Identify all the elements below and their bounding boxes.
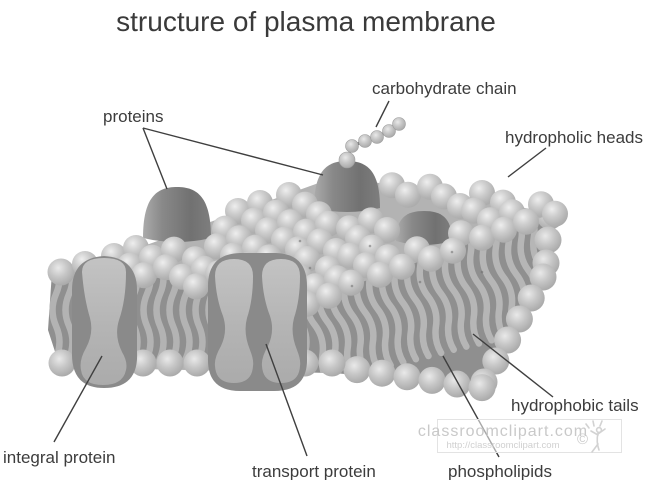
- label-transport-protein: transport protein: [252, 462, 376, 480]
- watermark-copyright-symbol: ©: [577, 431, 588, 448]
- carbohydrate-chain-shape: [338, 117, 406, 169]
- pointer-hydrophobic-tails: [472, 333, 554, 398]
- label-carbohydrate-chain: carbohydrate chain: [372, 79, 517, 98]
- watermark-site-text: classroomclipart.com: [418, 423, 588, 440]
- label-proteins: proteins: [103, 107, 163, 126]
- label-hydrophilic-heads: hydropholic heads: [505, 128, 643, 147]
- label-integral-protein: integral protein: [3, 448, 115, 467]
- watermark-url-text: http://classroomclipart.com: [447, 440, 560, 451]
- pointer-proteins-right: [142, 127, 324, 176]
- watermark: classroomclipart.com http://classroomcli…: [418, 419, 622, 453]
- watermark-box: [437, 419, 622, 453]
- label-hydrophobic-tails: hydrophobic tails: [511, 396, 639, 415]
- pointer-integral-protein: [53, 355, 103, 443]
- surface-proteins-layer: [143, 161, 452, 245]
- pointer-hydrophilic-heads: [507, 147, 547, 178]
- watermark-figure-icon: [585, 420, 606, 453]
- pointer-carbohydrate-chain: [375, 100, 390, 128]
- pointer-proteins-left: [142, 127, 168, 190]
- diagram-title: structure of plasma membrane: [116, 6, 496, 37]
- transport-protein-shape: [207, 253, 308, 392]
- label-phospholipids: phospholipids: [448, 462, 552, 480]
- integral-protein-shape: [71, 256, 138, 388]
- pointer-transport-protein: [265, 343, 308, 457]
